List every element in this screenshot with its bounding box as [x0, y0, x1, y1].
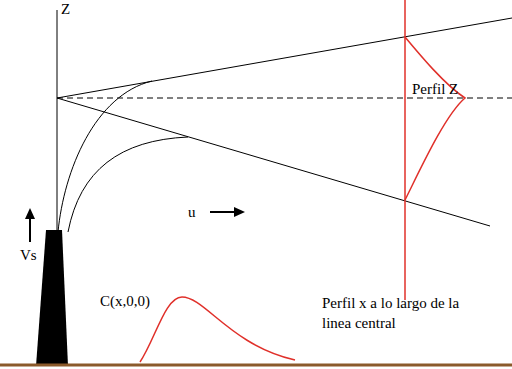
u-arrowhead: [234, 207, 245, 217]
z-axis: [57, 10, 58, 232]
ground-profile: [140, 297, 295, 362]
vs-arrow: [29, 216, 31, 242]
ground: [0, 364, 512, 367]
profile-label: Perfil Z: [412, 80, 458, 100]
concentration-label: C(x,0,0): [100, 292, 150, 312]
axis-label: Z: [61, 0, 70, 20]
u-arrow: [210, 211, 236, 213]
plume-rise-lower: [68, 137, 188, 232]
profile-axis: [404, 0, 406, 300]
plume-centerline: [57, 98, 512, 99]
wind-label: u: [188, 203, 196, 223]
plume-rise-upper: [58, 81, 152, 232]
velocity-label: Vs: [20, 246, 37, 266]
profile-note: Perfil x a lo largo de la linea central: [322, 294, 490, 333]
vs-arrowhead: [25, 208, 35, 219]
vertical-profile: [405, 37, 465, 200]
stack: [36, 230, 68, 366]
plume-lower-edge: [57, 98, 490, 226]
